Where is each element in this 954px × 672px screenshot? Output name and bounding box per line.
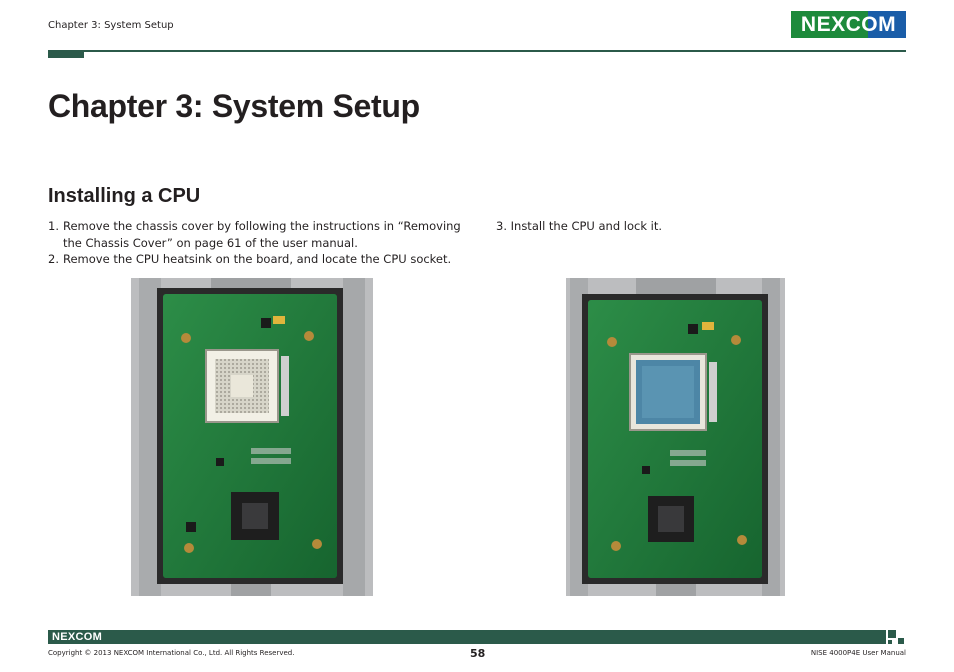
step-item: 2. Remove the CPU heatsink on the board,… [48, 251, 468, 268]
page-number: 58 [470, 647, 486, 660]
step-text: Install the CPU and lock it. [510, 219, 662, 233]
step-item: 1. Remove the chassis cover by following… [48, 218, 468, 251]
footer-squares [888, 630, 906, 644]
manual-name: NISE 4000P4E User Manual [810, 649, 906, 657]
board-illustration [131, 278, 373, 596]
copyright-text: Copyright © 2013 NEXCOM International Co… [48, 649, 295, 657]
logo-text: NEXCOM [800, 12, 897, 36]
step-item: 3. Install the CPU and lock it. [496, 218, 662, 235]
photo-empty-cpu-socket [131, 278, 373, 596]
step-text: Remove the CPU heatsink on the board, an… [63, 252, 452, 266]
photo-installed-cpu [566, 278, 785, 596]
nexcom-logo: NEXCOM [791, 11, 906, 38]
footer-nexcom-logo: NEXCOM [52, 631, 103, 643]
section-title: Installing a CPU [48, 185, 201, 207]
step-text: Remove the chassis cover by following th… [63, 219, 461, 250]
step-number: 3. [496, 219, 507, 233]
step-number: 2. [48, 252, 59, 266]
running-header: Chapter 3: System Setup [48, 20, 174, 31]
header-rule [48, 50, 906, 52]
board-illustration [566, 278, 785, 596]
step-number: 1. [48, 219, 59, 233]
footer-bar [48, 630, 886, 644]
header-rule-block [48, 50, 84, 58]
chapter-title: Chapter 3: System Setup [48, 88, 420, 124]
steps-list-left: 1. Remove the chassis cover by following… [48, 218, 468, 268]
steps-list-right: 3. Install the CPU and lock it. [496, 218, 662, 235]
